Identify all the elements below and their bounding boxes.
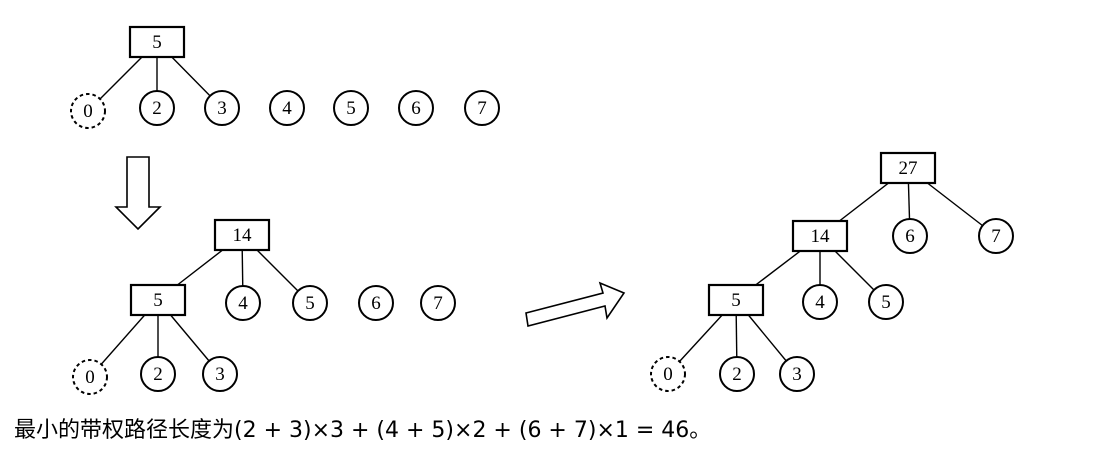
leaf-node: [420, 285, 456, 321]
leaf-node-label: 7: [477, 98, 487, 119]
leaf-node-label: 2: [153, 364, 163, 385]
virtual-leaf-node: [70, 93, 106, 129]
step2-tree: 14 5 4 5 6 7 0 2 3: [72, 218, 456, 395]
leaf-node: [779, 356, 815, 392]
internal-node-box: [707, 283, 765, 317]
virtual-leaf-node: [650, 356, 686, 392]
leaf-node: [202, 356, 238, 392]
leaf-node-label: 4: [815, 292, 825, 313]
leaf-node-label: 5: [881, 292, 891, 313]
virtual-leaf-node: [72, 359, 108, 395]
huffman-tree-diagram: 5 0 2 3 4 5 6 7 14 5 4 5 6 7 0 2 3 27 14 5 6 7 4 5 0 2 3: [70, 25, 1014, 395]
leaf-node-label: 6: [905, 226, 915, 247]
leaf-node: [139, 90, 175, 126]
internal-node-label: 5: [153, 290, 163, 311]
leaf-node-label: 3: [215, 364, 225, 385]
step1-tree: 5 0 2 3 4 5 6 7: [70, 25, 500, 129]
leaf-node-label: 0: [663, 364, 673, 385]
leaf-node: [269, 90, 305, 126]
step3-tree: 27 14 5 6 7 4 5 0 2 3: [650, 151, 1014, 392]
leaf-node-label: 2: [152, 98, 162, 119]
leaf-node: [333, 90, 369, 126]
leaf-node: [292, 285, 328, 321]
weighted-path-length-caption: 最小的带权路径长度为(2 + 3)×3 + (4 + 5)×2 + (6 + 7…: [14, 418, 712, 443]
leaf-node: [719, 356, 755, 392]
leaf-node-label: 4: [238, 293, 248, 314]
down-arrow: [114, 156, 162, 231]
leaf-node: [358, 285, 394, 321]
leaf-node-label: 0: [83, 101, 93, 122]
leaf-node: [892, 218, 928, 254]
leaf-node-label: 5: [346, 98, 356, 119]
leaf-node: [225, 285, 261, 321]
leaf-node: [398, 90, 434, 126]
leaf-node-label: 7: [433, 293, 443, 314]
leaf-node-label: 4: [282, 98, 292, 119]
internal-node-label: 5: [731, 290, 741, 311]
internal-node-box: [129, 283, 187, 317]
leaf-node-label: 3: [792, 364, 802, 385]
leaf-node-label: 5: [305, 293, 315, 314]
leaf-node-label: 6: [411, 98, 421, 119]
leaf-node: [802, 284, 838, 320]
right-arrow: [525, 281, 626, 327]
leaf-node-label: 3: [217, 98, 227, 119]
leaf-node-label: 0: [85, 367, 95, 388]
internal-node-box: [791, 219, 849, 253]
internal-node-label: 14: [811, 226, 831, 247]
internal-node-box: [128, 25, 186, 59]
leaf-node: [140, 356, 176, 392]
leaf-node-label: 6: [371, 293, 381, 314]
leaf-node: [464, 90, 500, 126]
internal-node-label: 27: [899, 158, 918, 179]
leaf-node-label: 7: [991, 226, 1001, 247]
leaf-node: [868, 284, 904, 320]
internal-node-box: [213, 218, 271, 252]
leaf-node: [204, 90, 240, 126]
internal-node-label: 5: [152, 32, 162, 53]
internal-node-label: 14: [233, 225, 253, 246]
leaf-node-label: 2: [732, 364, 742, 385]
internal-node-box: [879, 151, 937, 185]
leaf-node: [978, 218, 1014, 254]
